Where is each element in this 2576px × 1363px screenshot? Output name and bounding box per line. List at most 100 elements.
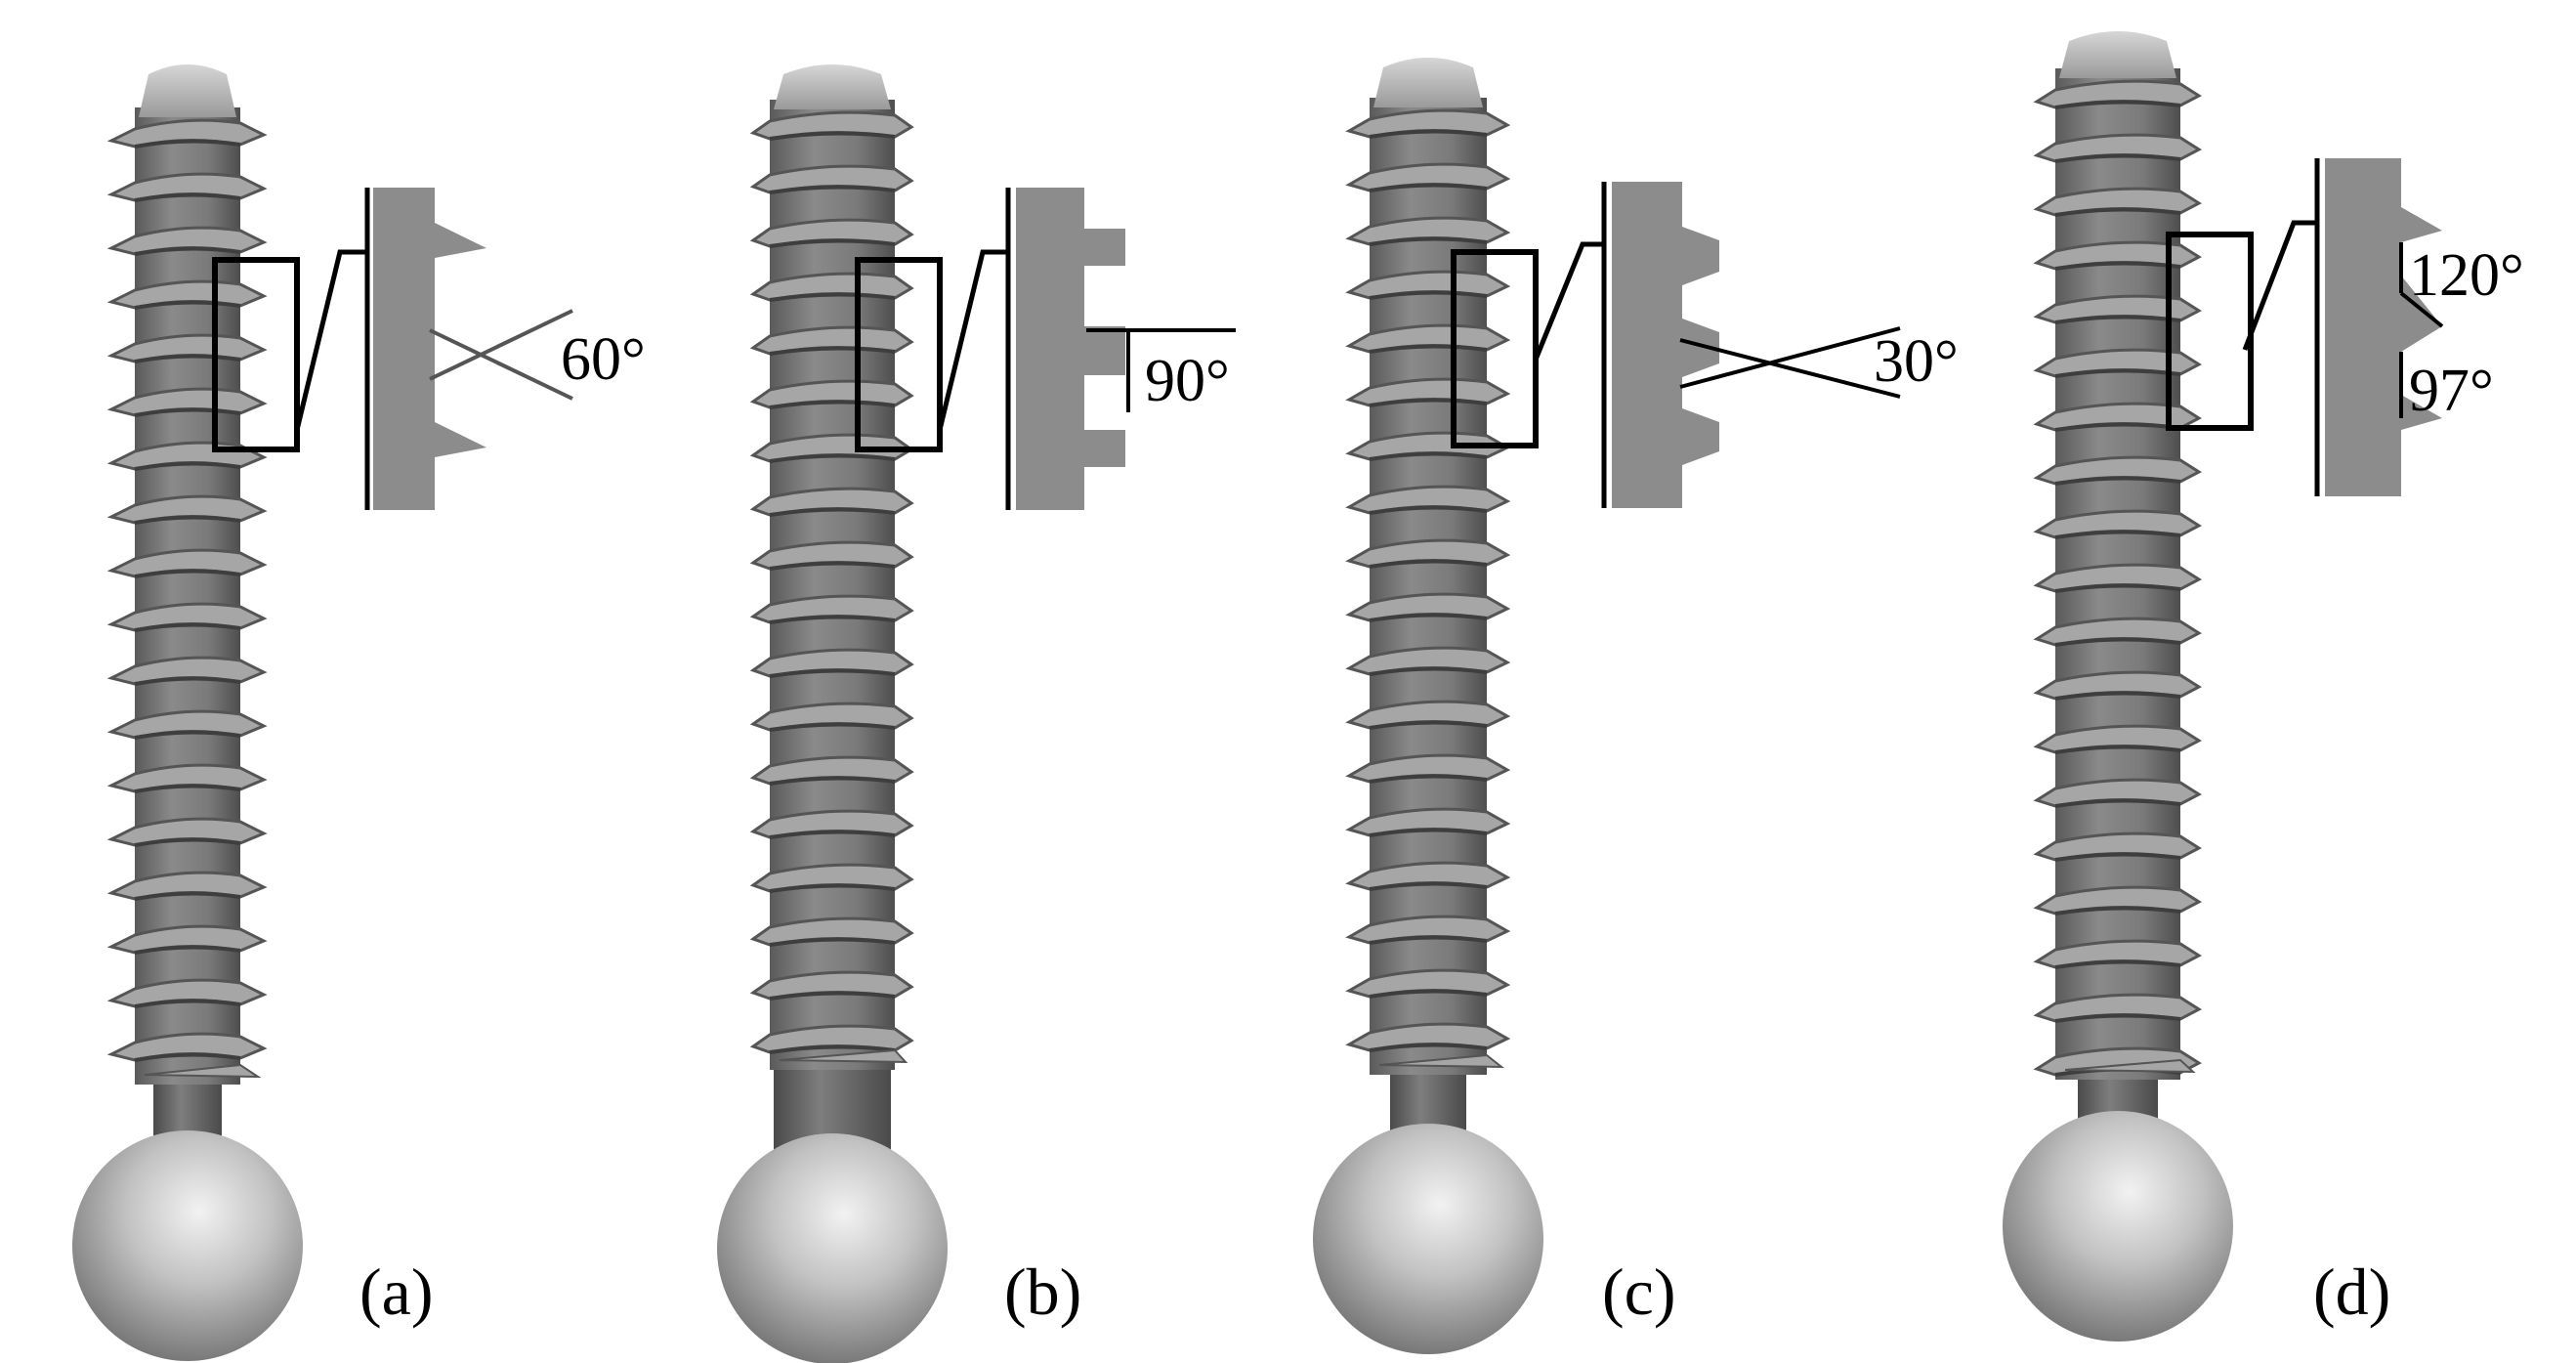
leader-line-d xyxy=(2242,220,2317,351)
screw-tip xyxy=(139,64,236,117)
angle-label-d-upper: 120° xyxy=(2409,242,2524,309)
screw-core xyxy=(135,107,240,1085)
detail-box-b xyxy=(855,257,943,452)
thread-shadow xyxy=(1369,183,1488,192)
thread-shadow xyxy=(1369,881,1488,891)
angle-label-b: 90° xyxy=(1145,348,1230,414)
thread-runout xyxy=(779,1048,908,1064)
thread-shadow xyxy=(769,400,896,409)
thread-shadow xyxy=(2054,798,2181,808)
panel-label-c: (c) xyxy=(1602,1255,1675,1329)
thread-shadow xyxy=(1369,720,1488,730)
panel-label-d: (d) xyxy=(2313,1255,2390,1329)
thread-shadow xyxy=(769,507,896,517)
thread-shadow xyxy=(134,192,241,202)
angle-line-c1 xyxy=(1679,338,1901,399)
screw-tip xyxy=(1373,58,1483,107)
thread-shadow xyxy=(1369,828,1488,837)
screw-b xyxy=(717,64,948,1363)
ball-head xyxy=(717,1133,948,1363)
thread-shadow xyxy=(769,991,896,1001)
thread-shadow xyxy=(2054,153,2181,163)
panel-d: 120° 97° (d) xyxy=(2003,31,2524,1342)
thread-shadow xyxy=(1369,989,1488,999)
thread-shadow xyxy=(2054,583,2181,593)
thread-shadow xyxy=(2054,530,2181,539)
panel-b: 90° (b) xyxy=(717,64,1236,1363)
thread-shadow xyxy=(2054,100,2181,109)
angle-label-c: 30° xyxy=(1874,328,1959,395)
thread-shadow xyxy=(134,945,241,955)
thread-shadow xyxy=(2054,476,2181,486)
thread-shadow xyxy=(2054,637,2181,647)
angle-line-d2 xyxy=(2399,291,2444,328)
thread-shadow xyxy=(769,292,896,302)
thread-shadow xyxy=(769,615,896,624)
thread-shadow xyxy=(2054,745,2181,754)
thread-shadow xyxy=(769,131,896,141)
ball-head xyxy=(72,1130,303,1361)
thread-shadow xyxy=(1369,344,1488,354)
thread-shadow xyxy=(1369,129,1488,139)
thread-shadow xyxy=(2054,1013,2181,1023)
thread-shadow xyxy=(769,668,896,678)
angle-label-d-lower: 97° xyxy=(2409,358,2494,424)
thread-shadow xyxy=(769,1044,896,1054)
thread-shadow xyxy=(1369,290,1488,300)
angle-line-a2 xyxy=(429,328,573,401)
thread-shadow xyxy=(134,622,241,632)
thread-profile-d xyxy=(2325,158,2442,496)
thread-runout xyxy=(1378,1053,1504,1069)
screw-tip xyxy=(774,64,891,109)
thread-shadow xyxy=(134,1052,241,1062)
panel-label-b: (b) xyxy=(1004,1255,1081,1329)
thread-shadow xyxy=(769,238,896,248)
angle-label-a: 60° xyxy=(561,326,646,393)
leader-line-b xyxy=(937,249,1008,431)
thread-shadow xyxy=(1369,935,1488,945)
screw-tip xyxy=(2059,31,2176,78)
angle-line-c2 xyxy=(1679,326,1901,389)
thread-shadow xyxy=(769,776,896,786)
thread-shadow xyxy=(134,569,241,578)
thread-shadow xyxy=(769,722,896,732)
thread-shadow xyxy=(134,837,241,847)
thread-runout xyxy=(2064,1058,2196,1074)
thread-shadow xyxy=(769,185,896,194)
thread-profile-b xyxy=(1016,188,1125,510)
thread-shadow xyxy=(769,883,896,893)
angle-line-a1 xyxy=(429,309,573,381)
thread-shadow xyxy=(134,354,241,363)
thread-shadow xyxy=(769,830,896,839)
thread-shadow xyxy=(2054,906,2181,916)
thread-shadow xyxy=(1369,236,1488,246)
thread-shadow xyxy=(769,561,896,571)
thread-shadow xyxy=(134,139,241,149)
thread-shadow xyxy=(134,461,241,471)
thread-shadow xyxy=(134,515,241,525)
thread-shadow xyxy=(2054,959,2181,969)
thread-shadow xyxy=(1369,774,1488,784)
thread-shadow xyxy=(134,246,241,256)
panel-c: 30° (c) xyxy=(1313,58,1959,1354)
panel-a: 60° (a) xyxy=(72,64,646,1361)
thread-shadow xyxy=(134,999,241,1008)
thread-shadow xyxy=(134,730,241,740)
screw-d xyxy=(2003,31,2233,1342)
thread-runout xyxy=(144,1063,262,1079)
leader-line-a xyxy=(294,249,367,431)
thread-shadow xyxy=(1369,666,1488,676)
thread-shadow xyxy=(2054,207,2181,217)
ball-head xyxy=(1313,1124,1543,1354)
ball-head xyxy=(2003,1111,2233,1342)
thread-shadow xyxy=(134,891,241,901)
thread-shadow xyxy=(1369,1043,1488,1052)
leader-line-c xyxy=(1533,241,1604,361)
thread-shadow xyxy=(769,346,896,356)
screw-a xyxy=(72,64,303,1361)
screw-c xyxy=(1313,58,1543,1354)
thread-shadow xyxy=(134,300,241,310)
thread-shadow xyxy=(769,453,896,463)
thread-shadow xyxy=(1369,613,1488,622)
